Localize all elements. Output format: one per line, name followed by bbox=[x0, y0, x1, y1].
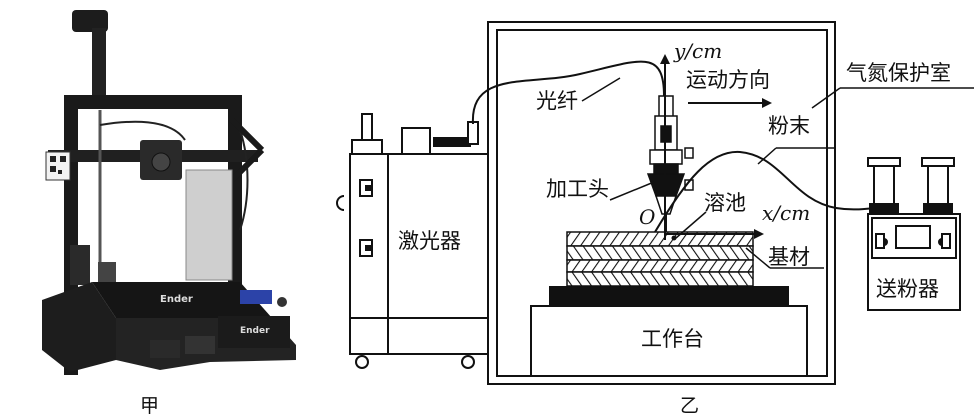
y-axis-label: y/cm bbox=[673, 39, 722, 63]
processing-head-label: 加工头 bbox=[546, 177, 609, 201]
worktable: 工作台 bbox=[530, 305, 808, 377]
control-box-logo: Ender bbox=[240, 326, 270, 336]
powder-feeder bbox=[867, 157, 961, 311]
caption-left: 甲 bbox=[140, 395, 159, 417]
lcd-screen bbox=[240, 290, 272, 304]
powder-label: 粉末 bbox=[768, 114, 810, 138]
optical-fiber-label: 光纤 bbox=[536, 89, 578, 113]
printer-illustration: Ender Ender bbox=[42, 10, 296, 375]
print-bed bbox=[92, 282, 272, 318]
control-knob bbox=[277, 297, 287, 307]
x-axis-label: x/cm bbox=[762, 201, 810, 225]
optical-fiber-line bbox=[471, 60, 665, 125]
substrate-label: 基材 bbox=[768, 245, 810, 269]
molten-pool-label: 溶池 bbox=[704, 191, 746, 215]
top-frame-beam bbox=[64, 95, 242, 109]
control-box bbox=[218, 316, 290, 348]
base-frame bbox=[42, 282, 116, 372]
z-motor bbox=[98, 262, 116, 282]
laser-unit bbox=[336, 113, 489, 369]
substrate-layers bbox=[566, 231, 754, 287]
worktable-label: 工作台 bbox=[641, 327, 704, 351]
powder-feeder-label: 送粉器 bbox=[876, 277, 939, 301]
qr-sticker bbox=[45, 151, 71, 181]
origin-label: O bbox=[639, 205, 655, 229]
power-supply bbox=[185, 169, 233, 281]
argon-chamber-label: 气氮保护室 bbox=[846, 61, 951, 85]
bed-brand-logo: Ender bbox=[160, 294, 193, 305]
caption-right: 乙 bbox=[680, 395, 699, 417]
base-plate bbox=[549, 286, 789, 306]
spool-holder bbox=[72, 10, 108, 32]
powder-feed-line bbox=[654, 150, 889, 233]
motion-direction-label: 运动方向 bbox=[686, 68, 770, 92]
laser-label: 激光器 bbox=[398, 229, 461, 253]
